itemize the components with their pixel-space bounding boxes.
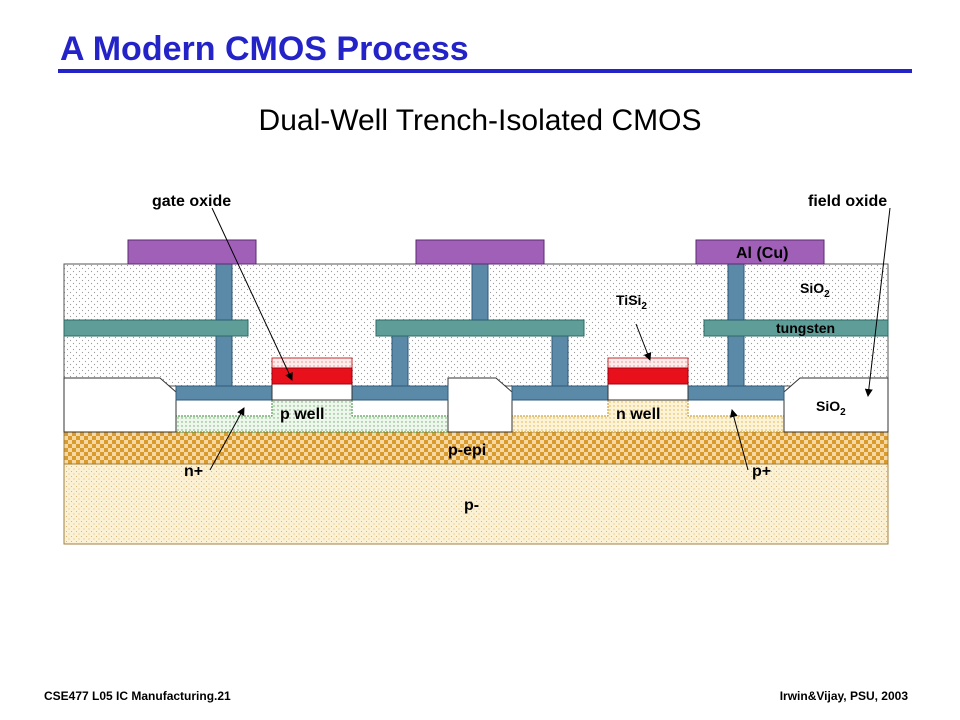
n-plus-diffusion-right: [351, 399, 449, 417]
silicide-nplus-left: [175, 385, 273, 401]
label-n-well: n well: [616, 406, 660, 423]
title-underline: [58, 69, 912, 73]
field-oxide-right: [783, 377, 889, 433]
silicide-pplus-left: [511, 385, 609, 401]
p-epi-layer: [63, 431, 889, 465]
p-plus-diffusion-right: [687, 399, 785, 417]
label-tungsten: tungsten: [776, 320, 835, 336]
via-3: [727, 263, 745, 321]
tungsten-line-right: [703, 319, 889, 337]
silicide-nplus-right: [351, 385, 449, 401]
tisi2-gate-nmos: [271, 367, 353, 385]
silicide-pplus-right: [687, 385, 785, 401]
p-plus-diffusion-left: [511, 399, 609, 417]
tisi2-gate-pmos: [607, 367, 689, 385]
tungsten-line-left: [63, 319, 249, 337]
al-cu-pad-1: [127, 239, 257, 265]
footer-course-info: CSE477 L05 IC Manufacturing.21: [44, 689, 231, 703]
label-sio2-right: SiO2: [816, 398, 846, 418]
tungsten-plug-1: [215, 335, 233, 387]
field-oxide-left: [63, 377, 177, 433]
label-field-oxide: field oxide: [808, 193, 887, 210]
tisi2-arrow: [635, 323, 652, 361]
al-cu-pad-3: [695, 239, 825, 265]
page-title: A Modern CMOS Process: [60, 30, 469, 68]
tungsten-plug-3: [551, 335, 569, 387]
label-p-well: p well: [280, 406, 324, 423]
gate-oxide-arrow: [211, 207, 293, 381]
field-oxide-arrow: [864, 207, 891, 397]
tungsten-plug-4: [727, 335, 745, 387]
via-1: [215, 263, 233, 321]
gate-oxide-nmos: [271, 383, 353, 401]
label-gate-oxide: gate oxide: [152, 193, 231, 210]
gate-oxide-pmos: [607, 383, 689, 401]
diagram-subtitle: Dual-Well Trench-Isolated CMOS: [258, 104, 702, 137]
field-oxide-middle: [447, 377, 513, 433]
al-cu-pad-2: [415, 239, 545, 265]
label-p-minus: p-: [464, 497, 479, 514]
via-2: [471, 263, 489, 321]
footer-authors: Irwin&Vijay, PSU, 2003: [779, 689, 908, 703]
tungsten-line-middle: [375, 319, 585, 337]
tungsten-plug-2: [391, 335, 409, 387]
label-p-plus: p+: [752, 463, 771, 480]
label-sio2-top: SiO2: [800, 280, 830, 300]
p-plus-arrow: [729, 409, 749, 471]
label-tisi2: TiSi2: [616, 292, 647, 312]
label-p-epi: p-epi: [448, 442, 486, 459]
label-al-cu: Al (Cu): [736, 245, 788, 262]
n-plus-arrow: [209, 407, 245, 471]
label-n-plus: n+: [184, 463, 203, 480]
n-plus-diffusion-left: [175, 399, 273, 417]
